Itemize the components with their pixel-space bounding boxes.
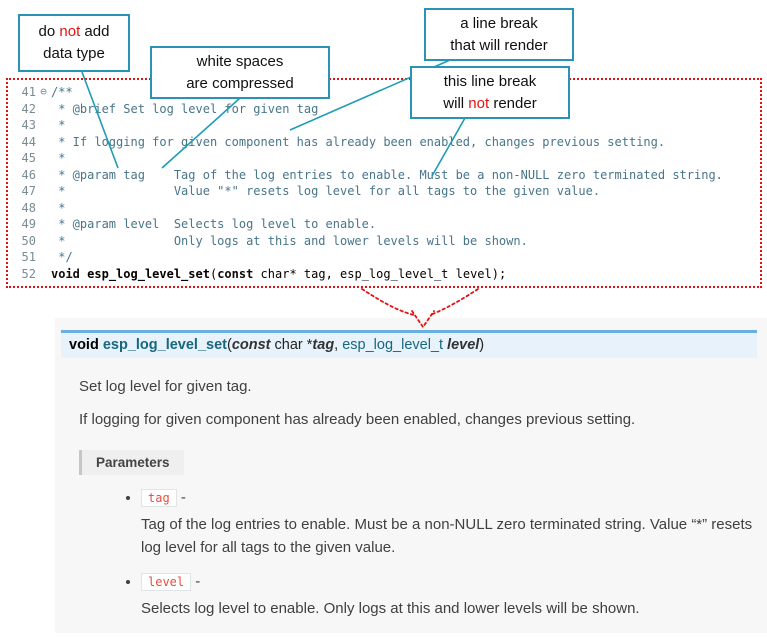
code-text: *: [51, 200, 66, 215]
code-line: 43 *: [12, 117, 760, 134]
code-text: * @brief Set log level for given tag: [51, 101, 319, 116]
code-editor-region: 41 ⊖ /** 42 * @brief Set log level for give…: [6, 78, 762, 288]
parameter-description: Tag of the log entries to enable. Must b…: [141, 516, 753, 556]
code-text: *: [51, 151, 66, 165]
line-number: 41: [21, 85, 36, 99]
callout-text-line: do not add: [38, 23, 110, 41]
parameters-list: tag - Tag of the log entries to enable. M…: [55, 489, 767, 621]
fold-marker-icon: [36, 167, 51, 184]
parameter-name-chip: level: [141, 573, 192, 591]
parameter-dash: -: [191, 573, 201, 590]
callout-line-break-not-render: this line break will not render: [410, 66, 570, 119]
fold-marker-icon: [36, 233, 51, 250]
code-line: 50 * Only logs at this and lower levels …: [12, 233, 760, 250]
parameter-dash: -: [176, 489, 186, 506]
parameter-description: Selects log level to enable. Only logs a…: [141, 600, 640, 617]
code-line: 44 * If logging for given component has …: [12, 134, 760, 151]
fold-marker-icon: [36, 200, 51, 217]
code-text: * Value "*" resets log level for all tag…: [51, 184, 601, 198]
red-emphasis: not: [468, 94, 490, 112]
red-emphasis: not: [59, 23, 81, 41]
line-number: 46: [21, 167, 36, 182]
fold-marker-icon: [36, 266, 51, 283]
callout-line-break-renders: a line break that will render: [424, 8, 574, 61]
line-number: 48: [21, 200, 36, 215]
doc-detail-text: If logging for given component has alrea…: [79, 411, 636, 428]
callout-do-not-add-data-type: do not add data type: [18, 14, 130, 72]
code-text: * @param tag Tag of the log entries to e…: [51, 167, 723, 182]
code-line: 42 * @brief Set log level for given tag: [12, 101, 760, 118]
code-line: 45 *: [12, 150, 760, 167]
parameters-heading: Parameters: [79, 450, 184, 475]
callout-text-line: white spaces: [196, 52, 284, 70]
render-arrow-left-curve: [361, 288, 415, 316]
callout-text-line: are compressed: [186, 74, 294, 92]
line-number: 44: [21, 134, 36, 149]
code-line: 47 * Value "*" resets log level for all …: [12, 183, 760, 200]
fold-marker-icon: [36, 183, 51, 200]
render-arrow-right-curve: [429, 288, 479, 316]
line-number: 45: [21, 151, 36, 165]
fold-marker-icon: [36, 216, 51, 233]
fold-marker-icon: [36, 150, 51, 167]
doc-brief-text: Set log level for given tag.: [79, 378, 252, 395]
line-number: 52: [21, 266, 36, 281]
code-line: 41 ⊖ /**: [12, 84, 760, 101]
parameter-name-chip: tag: [141, 489, 177, 507]
code-text: * Only logs at this and lower levels wil…: [51, 233, 528, 248]
line-number: 43: [21, 118, 36, 132]
line-number: 49: [21, 217, 36, 231]
line-number: 47: [21, 184, 36, 198]
callout-text-line: this line break: [443, 72, 537, 90]
fold-marker-icon: [36, 249, 51, 266]
callout-text-line: a line break: [460, 14, 538, 32]
fold-marker-icon: [36, 134, 51, 151]
line-number: 42: [21, 101, 36, 116]
fold-marker-icon: [36, 117, 51, 134]
code-text: */: [51, 250, 73, 264]
function-signature: void esp_log_level_set(const char *tag, …: [61, 330, 757, 358]
code-text: * @param level Selects log level to enab…: [51, 217, 377, 231]
code-text: void esp_log_level_set(const char* tag, …: [51, 266, 507, 281]
fold-marker-icon: ⊖: [40, 85, 47, 98]
line-number: 51: [21, 250, 36, 264]
code-text: * If logging for given component has alr…: [51, 134, 666, 149]
code-line: 49 * @param level Selects log level to e…: [12, 216, 760, 233]
rendered-docs-panel: void esp_log_level_set(const char *tag, …: [55, 318, 767, 633]
parameter-item: level - Selects log level to enable. Only…: [141, 573, 767, 621]
code-line: 48 *: [12, 200, 760, 217]
line-number: 50: [21, 233, 36, 248]
callout-text-line: data type: [43, 45, 105, 62]
callout-text-line: that will render: [450, 36, 548, 54]
code-lines: 41 ⊖ /** 42 * @brief Set log level for give…: [12, 84, 760, 282]
parameter-item: tag - Tag of the log entries to enable. M…: [141, 489, 767, 559]
code-line: 46 * @param tag Tag of the log entries t…: [12, 167, 760, 184]
code-text: /**: [51, 85, 73, 99]
code-line: 51 */: [12, 249, 760, 266]
callout-whitespace-compressed: white spaces are compressed: [150, 46, 330, 99]
fold-marker-icon: [36, 101, 51, 118]
code-line: 52 void esp_log_level_set(const char* tag…: [12, 266, 760, 283]
code-text: *: [51, 118, 66, 132]
callout-text-line: will not render: [443, 94, 537, 112]
